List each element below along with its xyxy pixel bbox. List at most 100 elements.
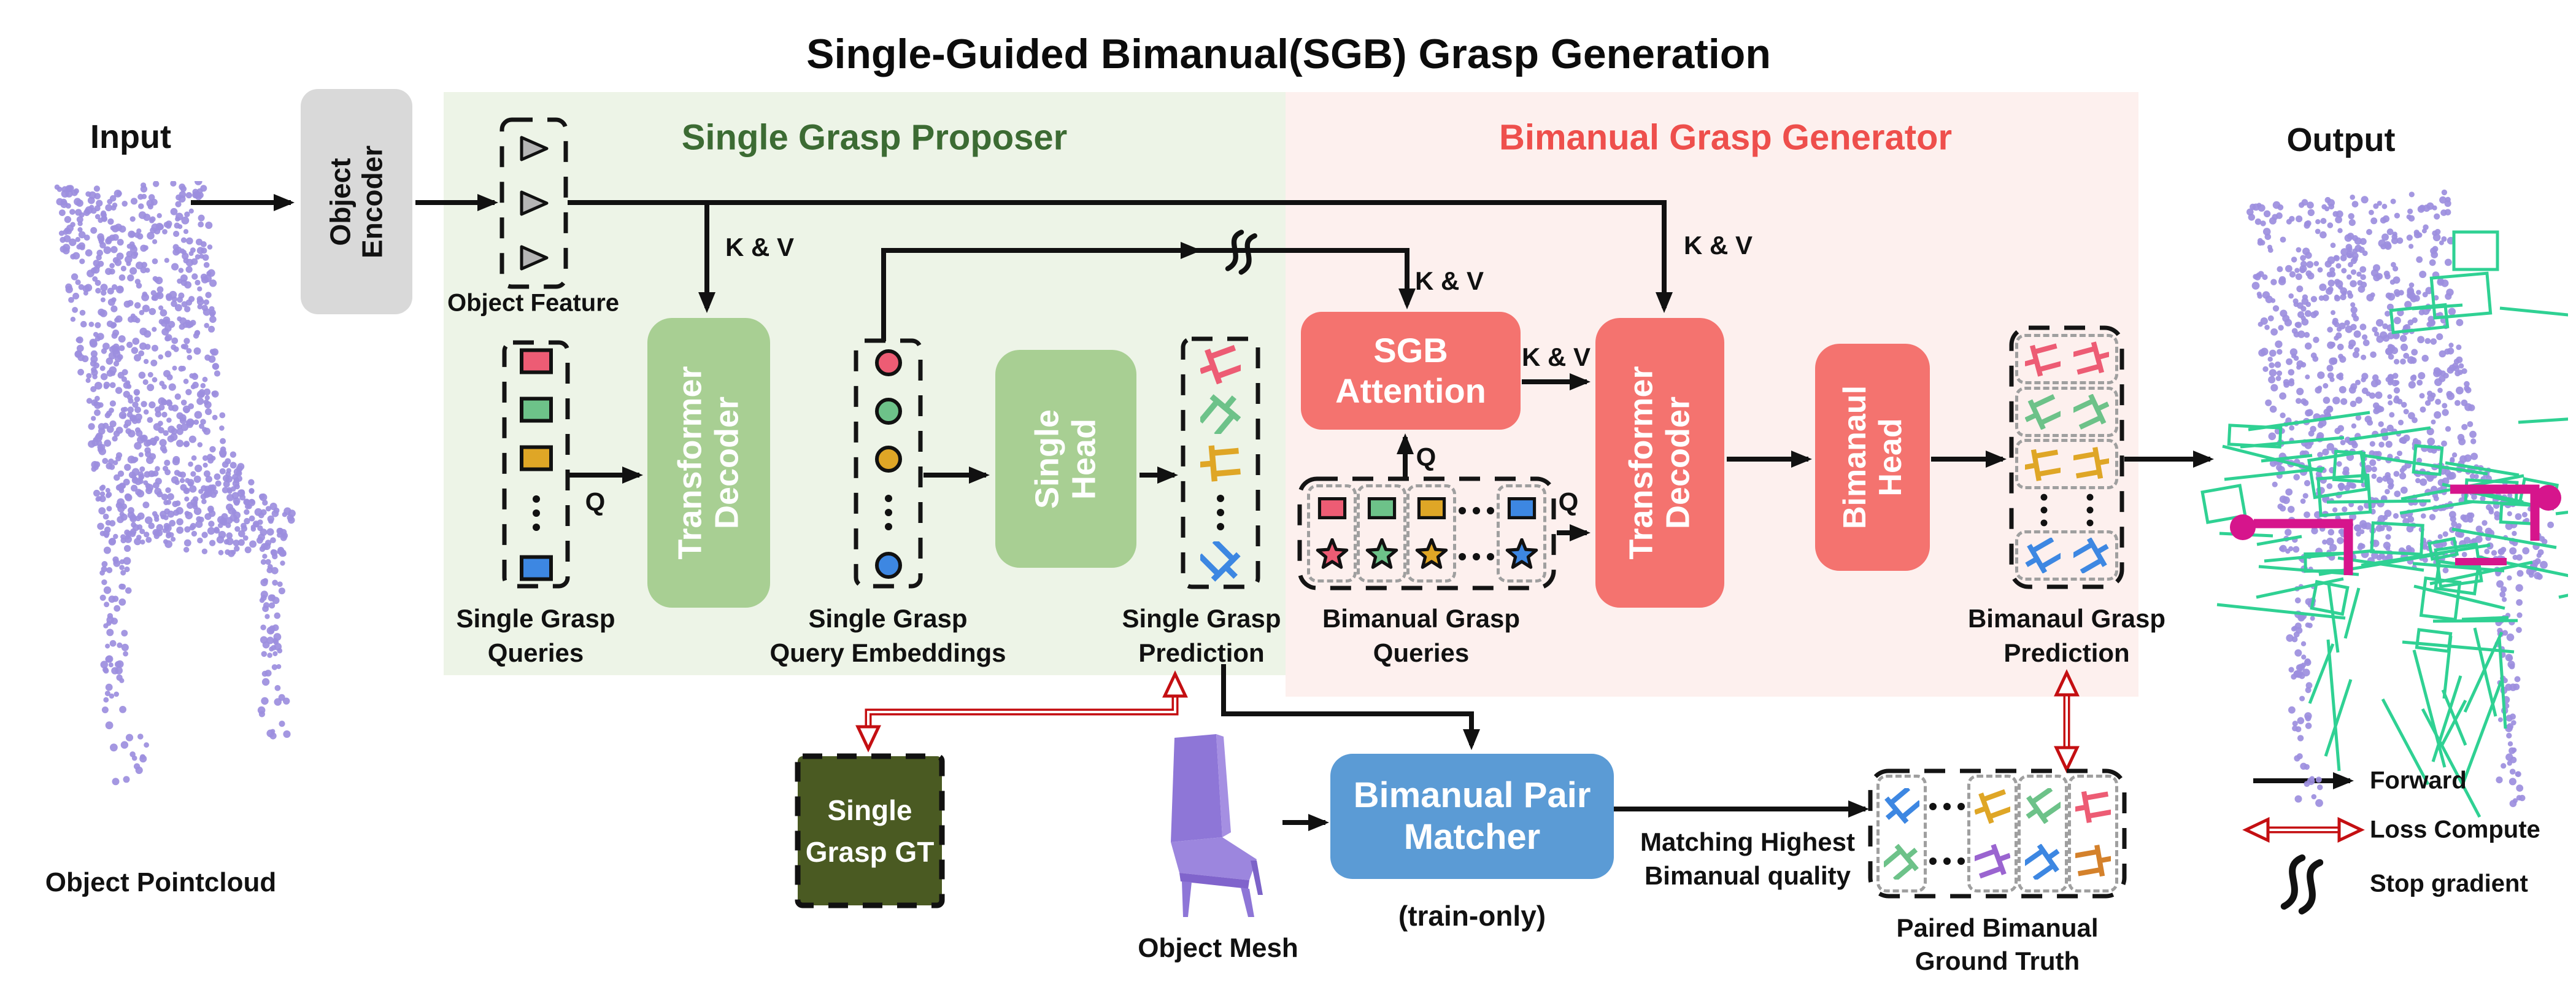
train-only-note: (train-only) (1398, 900, 1546, 932)
single-grasp-queries-item (531, 493, 542, 533)
kv-label-proposer: K & V (725, 233, 795, 261)
generator-header: Bimanual Grasp Generator (1498, 117, 1953, 158)
kv-label-sgb: K & V (1414, 266, 1484, 295)
sgb-attention-line2: Attention (1335, 371, 1486, 410)
input-label: Input (90, 118, 171, 155)
single-grasp-queries-label1: Single Grasp (456, 604, 615, 633)
q-label-proposer: Q (585, 487, 606, 516)
single-grasp-prediction-item (1200, 443, 1241, 483)
q-label-sgb: Q (1416, 443, 1436, 471)
bimanual-grasp-queries-item (1456, 487, 1497, 579)
object-mesh-image (1171, 734, 1263, 917)
object-feature-stack (503, 121, 565, 285)
generator-decoder-line1: Transformer (1622, 366, 1660, 560)
object-encoder-box: Object Encoder (301, 89, 412, 314)
query-embeddings-label1: Single Grasp (808, 604, 968, 633)
object-feature-item (516, 188, 552, 218)
single-grasp-queries-item (519, 444, 553, 472)
single-head-line1: Single (1028, 409, 1066, 509)
kv-label-sgb-to-decoder: K & V (1521, 343, 1591, 371)
query-embeddings-stack (857, 347, 919, 581)
bimanual-grasp-prediction-stack (2015, 334, 2118, 581)
object-encoder-line1: Object (324, 157, 357, 246)
query-embeddings-item (873, 347, 904, 378)
bimanual-head-line1: Bimanaul (1837, 385, 1873, 530)
output-label: Output (2286, 122, 2396, 158)
single-grasp-queries-label2: Queries (487, 638, 584, 667)
proposer-header: Single Grasp Proposer (681, 117, 1068, 158)
query-embeddings-item (873, 550, 904, 581)
bimanual-head-box: Bimanaul Head (1815, 344, 1930, 571)
paired-ground-truth-item (1876, 775, 1927, 892)
bimanual-pair-matcher-box: Bimanual Pair Matcher (1330, 754, 1614, 879)
object-encoder-line2: Encoder (356, 145, 388, 258)
single-grasp-gt-line2: Grasp GT (805, 835, 935, 868)
single-grasp-prediction-label2: Prediction (1138, 638, 1265, 667)
generator-decoder-line2: Decoder (1660, 396, 1697, 530)
single-head-box: Single Head (995, 350, 1136, 568)
object-pointcloud-image (54, 181, 296, 786)
sgb-attention-box: SGB Attention (1301, 312, 1521, 430)
proposer-transformer-decoder-box: Transformer Decoder (647, 318, 770, 608)
query-embeddings-item (873, 396, 904, 427)
bimanual-grasp-queries-item (1497, 484, 1546, 583)
matching-note-line2: Bimanual quality (1644, 861, 1851, 890)
proposer-decoder-line2: Decoder (709, 396, 746, 530)
single-grasp-queries-stack (506, 347, 566, 582)
single-grasp-prediction-item (1200, 393, 1241, 434)
bimanual-grasp-prediction-item (2015, 530, 2118, 581)
q-label-generator: Q (1558, 487, 1579, 516)
paired-ground-truth-item (2018, 775, 2068, 892)
bimanual-grasp-prediction-label1: Bimanaul Grasp (1967, 604, 2166, 633)
paired-gt-label1: Paired Bimanual (1896, 913, 2099, 942)
query-embeddings-item (873, 444, 904, 474)
bimanual-grasp-queries-item (1406, 484, 1456, 583)
query-embeddings-label2: Query Embeddings (769, 638, 1006, 667)
single-grasp-queries-item (519, 396, 553, 424)
bimanual-grasp-queries-label1: Bimanual Grasp (1322, 604, 1521, 633)
proposer-decoder-line1: Transformer (671, 366, 709, 560)
single-grasp-prediction-stack (1186, 344, 1255, 582)
bimanual-grasp-queries-item (1357, 484, 1406, 583)
bimanual-grasp-prediction-item (2015, 439, 2118, 489)
single-grasp-prediction-item (1200, 344, 1241, 384)
single-grasp-prediction-item (1200, 541, 1241, 582)
bimanual-grasp-prediction-item (2015, 334, 2118, 384)
single-grasp-queries-item (519, 554, 553, 582)
object-feature-label: Object Feature (447, 289, 620, 317)
bimanual-grasp-prediction-item (2015, 386, 2118, 437)
bimanual-head-line2: Head (1872, 418, 1908, 497)
bimanual-grasp-prediction-item (2021, 492, 2113, 528)
matcher-line1: Bimanual Pair (1353, 775, 1591, 815)
single-grasp-gt-box: Single Grasp GT (798, 756, 942, 905)
paired-ground-truth-item (1927, 779, 1967, 888)
kv-label-generator: K & V (1683, 231, 1753, 260)
matching-note-line1: Matching Highest (1640, 827, 1856, 856)
legend-loss-label: Loss Compute (2370, 816, 2540, 843)
object-mesh-caption: Object Mesh (1138, 933, 1298, 963)
single-grasp-prediction-item (1215, 492, 1226, 533)
paired-ground-truth-item (1967, 775, 2018, 892)
generator-transformer-decoder-box: Transformer Decoder (1595, 318, 1724, 608)
single-grasp-gt-line1: Single (827, 794, 912, 826)
pointcloud-caption: Object Pointcloud (45, 867, 277, 897)
sgb-attention-line1: SGB (1373, 330, 1448, 370)
diagram-title: Single-Guided Bimanual(SGB) Grasp Genera… (806, 31, 1771, 77)
legend-stop-label: Stop gradient (2370, 870, 2528, 897)
legend-forward-label: Forward (2370, 767, 2467, 794)
bimanual-grasp-prediction-label2: Prediction (2003, 638, 2130, 667)
bimanual-grasp-queries-item (1307, 484, 1357, 583)
paired-ground-truth-item (2068, 775, 2118, 892)
single-head-line2: Head (1066, 418, 1103, 500)
object-feature-item (516, 134, 552, 163)
paired-gt-label2: Ground Truth (1915, 946, 2080, 975)
single-grasp-queries-item (519, 347, 553, 375)
single-grasp-prediction-label1: Single Grasp (1122, 604, 1281, 633)
query-embeddings-item (883, 492, 894, 533)
paired-ground-truth-stack (1876, 775, 2118, 892)
bimanual-grasp-queries-stack (1307, 484, 1546, 583)
bimanual-grasp-queries-label2: Queries (1373, 638, 1470, 667)
object-feature-item (516, 243, 552, 273)
output-grasps-image (2200, 189, 2568, 818)
